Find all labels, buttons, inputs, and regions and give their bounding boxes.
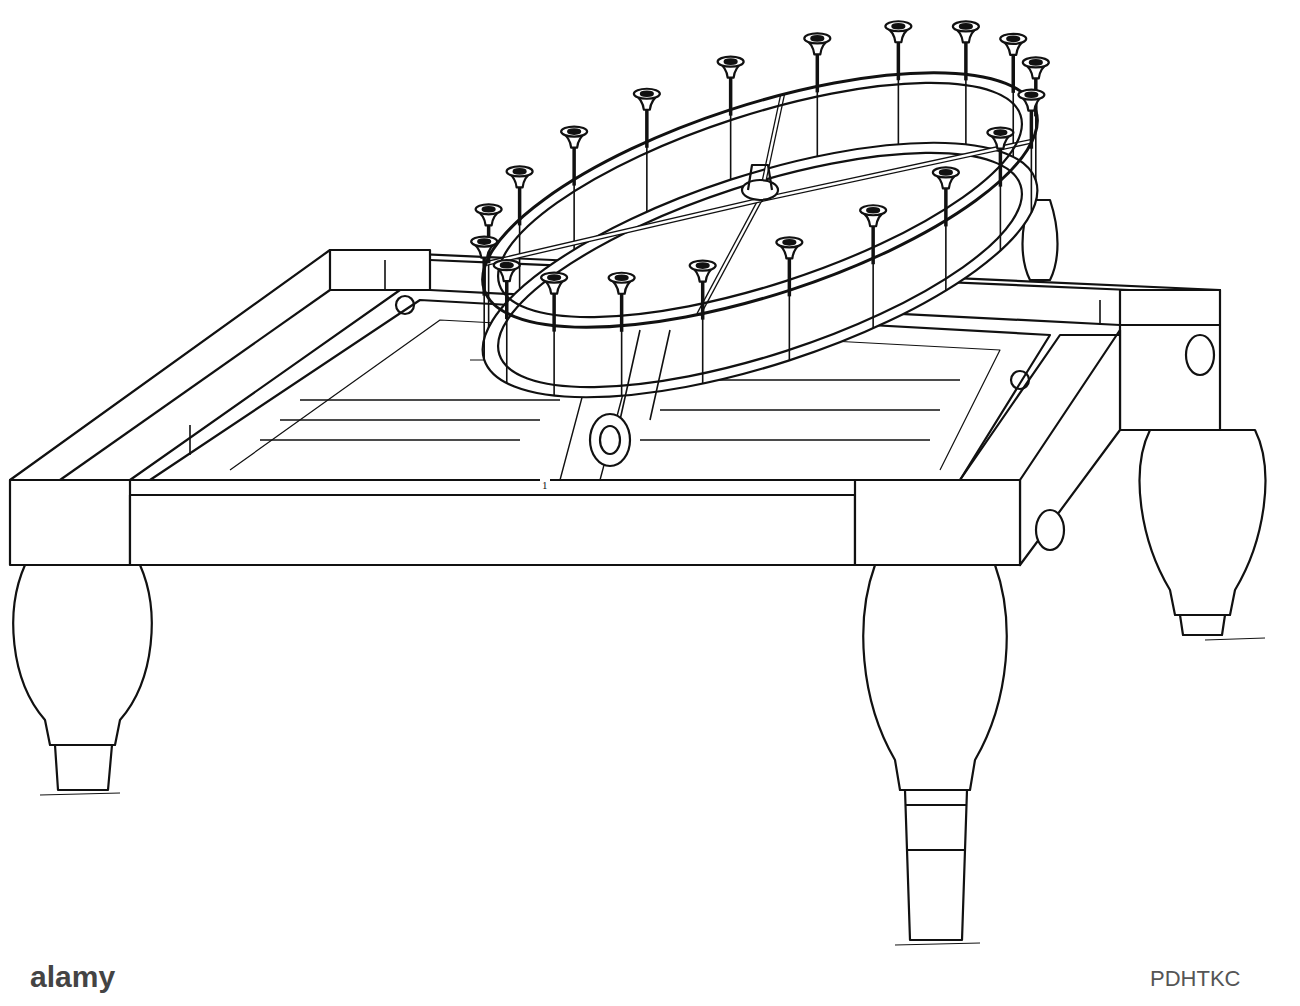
ring-post <box>702 314 704 384</box>
spool-funnel <box>541 273 567 283</box>
ring-spoke <box>760 141 1032 200</box>
upper-ring <box>473 34 1047 365</box>
ring-post <box>945 220 947 290</box>
spool-funnel <box>1030 60 1042 64</box>
spool-ring <box>455 20 1065 450</box>
spool-funnel <box>804 33 830 43</box>
spool-funnel <box>725 59 737 63</box>
spool-funnel <box>1018 90 1044 100</box>
spool-funnel <box>609 273 635 283</box>
ring-post <box>621 326 623 396</box>
ring-post <box>483 290 485 360</box>
table-leg <box>1140 430 1266 640</box>
spool-funnel <box>494 260 520 270</box>
spool-funnel <box>478 239 490 243</box>
spool-funnel <box>471 237 497 247</box>
upper-ring <box>455 20 1065 380</box>
spool-funnel <box>960 24 972 28</box>
ring-spoke <box>486 200 760 264</box>
image-id: PDHTKC <box>1150 968 1240 990</box>
ring-post <box>553 326 555 396</box>
spool-funnel <box>697 263 709 267</box>
spool-funnel <box>933 167 959 177</box>
table-leg <box>863 565 1006 945</box>
spool-funnel <box>811 36 823 40</box>
watermark-bar <box>0 952 1300 1006</box>
ring-post <box>506 313 508 383</box>
ring-post <box>1031 143 1033 213</box>
spool-funnel <box>483 207 495 211</box>
ring-post <box>872 258 874 328</box>
spool-funnel <box>1023 57 1049 67</box>
spool-funnel <box>1025 92 1037 96</box>
spool-funnel <box>634 89 660 99</box>
spool-funnel <box>987 128 1013 138</box>
spool-funnel <box>548 275 560 279</box>
ring-post <box>1000 181 1002 251</box>
spool-funnel <box>616 276 628 280</box>
callout-number: 1 <box>540 479 550 492</box>
spool-funnel <box>953 21 979 31</box>
spool-funnel <box>718 57 744 67</box>
spool-funnel <box>783 240 795 244</box>
ring-spoke <box>760 141 1032 200</box>
spool-funnel <box>867 208 879 212</box>
spool-funnel <box>514 169 526 173</box>
spool-funnel <box>561 127 587 137</box>
spool-funnel <box>501 263 513 267</box>
drive-gear <box>590 165 778 466</box>
lower-ring <box>455 90 1065 450</box>
spool-funnel <box>568 129 580 133</box>
lower-ring <box>473 104 1047 435</box>
table-leg <box>13 565 151 795</box>
ring-spoke <box>486 200 760 264</box>
spool-funnel <box>690 261 716 271</box>
spool-funnel <box>940 170 952 174</box>
spool-funnel <box>860 205 886 215</box>
spool-funnel <box>885 21 911 31</box>
watermark-logo: alamy <box>30 962 115 992</box>
spool-funnel <box>892 24 904 28</box>
ring-post <box>789 290 791 360</box>
ring-post <box>488 257 490 327</box>
spool-funnel <box>994 130 1006 134</box>
spool-funnel <box>641 92 653 96</box>
spool-funnel <box>476 204 502 214</box>
spool-funnel <box>1000 34 1026 44</box>
spool-funnel <box>776 237 802 247</box>
spool-funnel <box>1007 37 1019 41</box>
spool-funnel <box>507 166 533 176</box>
